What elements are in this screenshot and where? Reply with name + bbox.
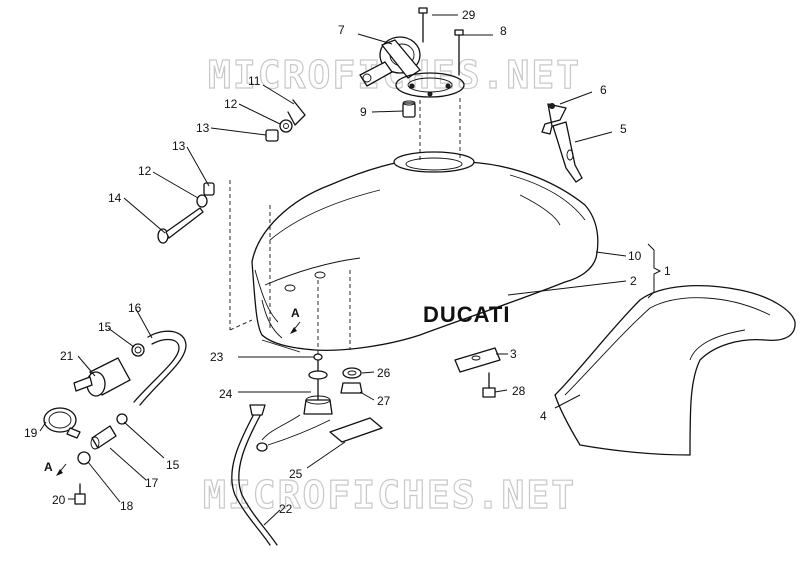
callout-2: 2: [630, 274, 637, 288]
connector-17[interactable]: [90, 425, 117, 450]
view-marker-lower: A: [44, 460, 53, 474]
washer-18[interactable]: [77, 451, 91, 465]
callout-13-upper: 13: [196, 121, 210, 135]
callout-19: 19: [24, 426, 38, 440]
callout-7: 7: [338, 23, 345, 37]
callout-5: 5: [620, 122, 627, 136]
callout-15-upper: 15: [98, 320, 112, 334]
callout-9: 9: [360, 105, 367, 119]
grommet-13-lower[interactable]: [203, 182, 215, 196]
bolt-28[interactable]: [482, 372, 496, 398]
callout-23: 23: [210, 350, 224, 364]
clamp-15-upper[interactable]: [131, 343, 145, 357]
view-arrowhead-upper: [290, 327, 297, 334]
callout-3: 3: [510, 347, 517, 361]
bracket-6[interactable]: [541, 103, 567, 135]
hose-22[interactable]: [231, 404, 331, 546]
brand-label: DUCATI: [423, 302, 510, 327]
strap-5[interactable]: [552, 121, 583, 183]
view-arrowhead-lower: [56, 469, 63, 476]
bracket-3[interactable]: [454, 347, 501, 373]
callout-14: 14: [108, 191, 122, 205]
callout-15-lower: 15: [166, 458, 180, 472]
callout-10: 10: [628, 249, 642, 263]
callout-20: 20: [52, 493, 66, 507]
fuel-filter-21[interactable]: [73, 357, 131, 397]
bolt-14[interactable]: [157, 207, 204, 244]
callout-8: 8: [500, 24, 507, 38]
leader-lines: [39, 14, 662, 526]
callout-27: 27: [377, 394, 391, 408]
callout-18: 18: [120, 499, 134, 513]
callout-26: 26: [377, 366, 391, 380]
callout-28: 28: [512, 384, 526, 398]
fuel-tap-24[interactable]: [303, 353, 333, 415]
nut-27[interactable]: [340, 382, 363, 394]
screw-20[interactable]: [74, 483, 86, 505]
fuel-tank[interactable]: [229, 151, 599, 360]
clamp-15-lower[interactable]: [116, 413, 128, 425]
gasket-25[interactable]: [329, 417, 383, 443]
callout-29: 29: [462, 8, 476, 22]
clip-11[interactable]: [287, 99, 306, 126]
watermark-bottom: MICROFICHES.NET: [203, 473, 576, 517]
callout-22: 22: [279, 502, 293, 516]
callout-11: 11: [248, 74, 261, 88]
callout-12-upper: 12: [224, 97, 238, 111]
fuel-cap[interactable]: [359, 36, 465, 98]
hose-16[interactable]: [133, 330, 187, 406]
seat-cover-4[interactable]: [554, 285, 796, 456]
clamp-19[interactable]: [43, 407, 81, 439]
callout-25: 25: [289, 467, 303, 481]
bushing-9[interactable]: [402, 100, 416, 118]
callout-6: 6: [600, 83, 607, 97]
washer-26[interactable]: [342, 367, 362, 379]
callout-17: 17: [145, 476, 159, 490]
callout-1: 1: [664, 264, 671, 278]
callout-24: 24: [219, 387, 233, 401]
callouts: 1 2 3 4 5 6 7 8 9 10 11 12 12 13 13 14 1…: [24, 8, 671, 516]
callout-12-lower: 12: [138, 164, 152, 178]
washer-12-lower[interactable]: [196, 194, 208, 208]
callout-4: 4: [540, 409, 547, 423]
view-marker-upper: A: [291, 306, 300, 320]
callout-13-lower: 13: [172, 139, 186, 153]
screw-8[interactable]: [454, 29, 464, 76]
grommet-13-upper[interactable]: [265, 129, 279, 142]
callout-21: 21: [60, 349, 74, 363]
washer-12-upper[interactable]: [279, 119, 293, 133]
screw-29[interactable]: [418, 7, 428, 43]
callout-16: 16: [128, 301, 142, 315]
